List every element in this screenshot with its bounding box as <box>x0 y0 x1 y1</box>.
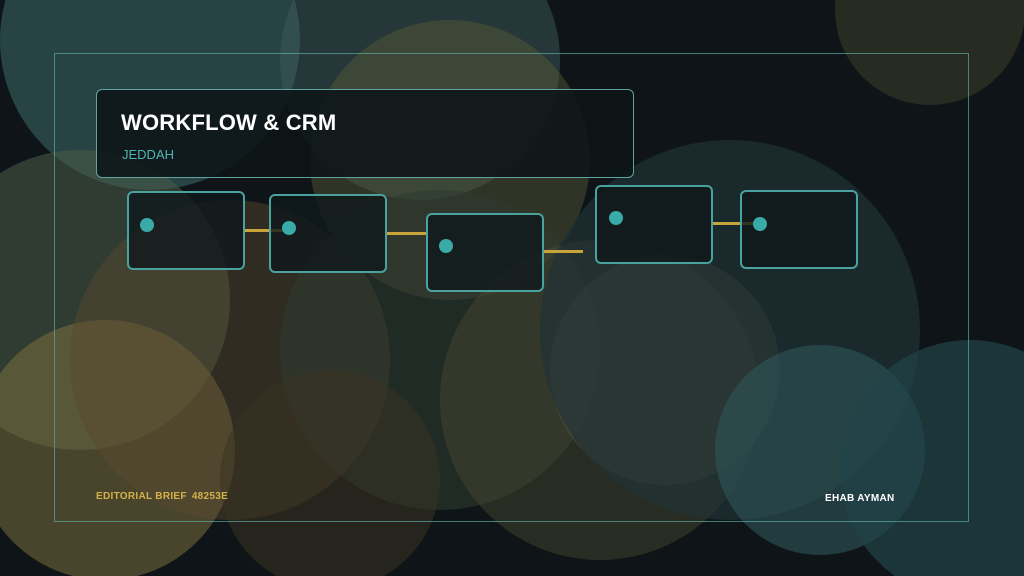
slide-frame <box>54 53 969 522</box>
footer-brief: EDITORIAL BRIEF 48253E <box>96 491 228 502</box>
workflow-connector <box>712 222 762 225</box>
title-card: WORKFLOW & CRM JEDDAH <box>96 89 634 178</box>
step-marker-icon <box>753 217 767 231</box>
step-marker-icon <box>439 239 453 253</box>
workflow-connector <box>244 229 290 232</box>
workflow-connector <box>386 232 428 235</box>
slide-subtitle: JEDDAH <box>122 147 175 162</box>
footer-label: EDITORIAL BRIEF <box>96 491 187 502</box>
bokeh-circle <box>220 370 440 576</box>
bokeh-circle <box>835 0 1024 105</box>
step-marker-icon <box>609 211 623 225</box>
bokeh-circle <box>840 340 1024 576</box>
workflow-step <box>740 190 858 269</box>
workflow-step <box>595 185 713 264</box>
step-marker-icon <box>140 218 154 232</box>
workflow-connector <box>543 250 583 253</box>
footer-code: 48253E <box>191 491 229 502</box>
footer-author: EHAB AYMAN <box>825 493 895 504</box>
workflow-step <box>269 194 387 273</box>
workflow-step <box>426 213 544 292</box>
step-marker-icon <box>282 221 296 235</box>
bokeh-circle <box>0 320 235 576</box>
workflow-step <box>127 191 245 270</box>
slide-title: WORKFLOW & CRM <box>121 110 337 135</box>
